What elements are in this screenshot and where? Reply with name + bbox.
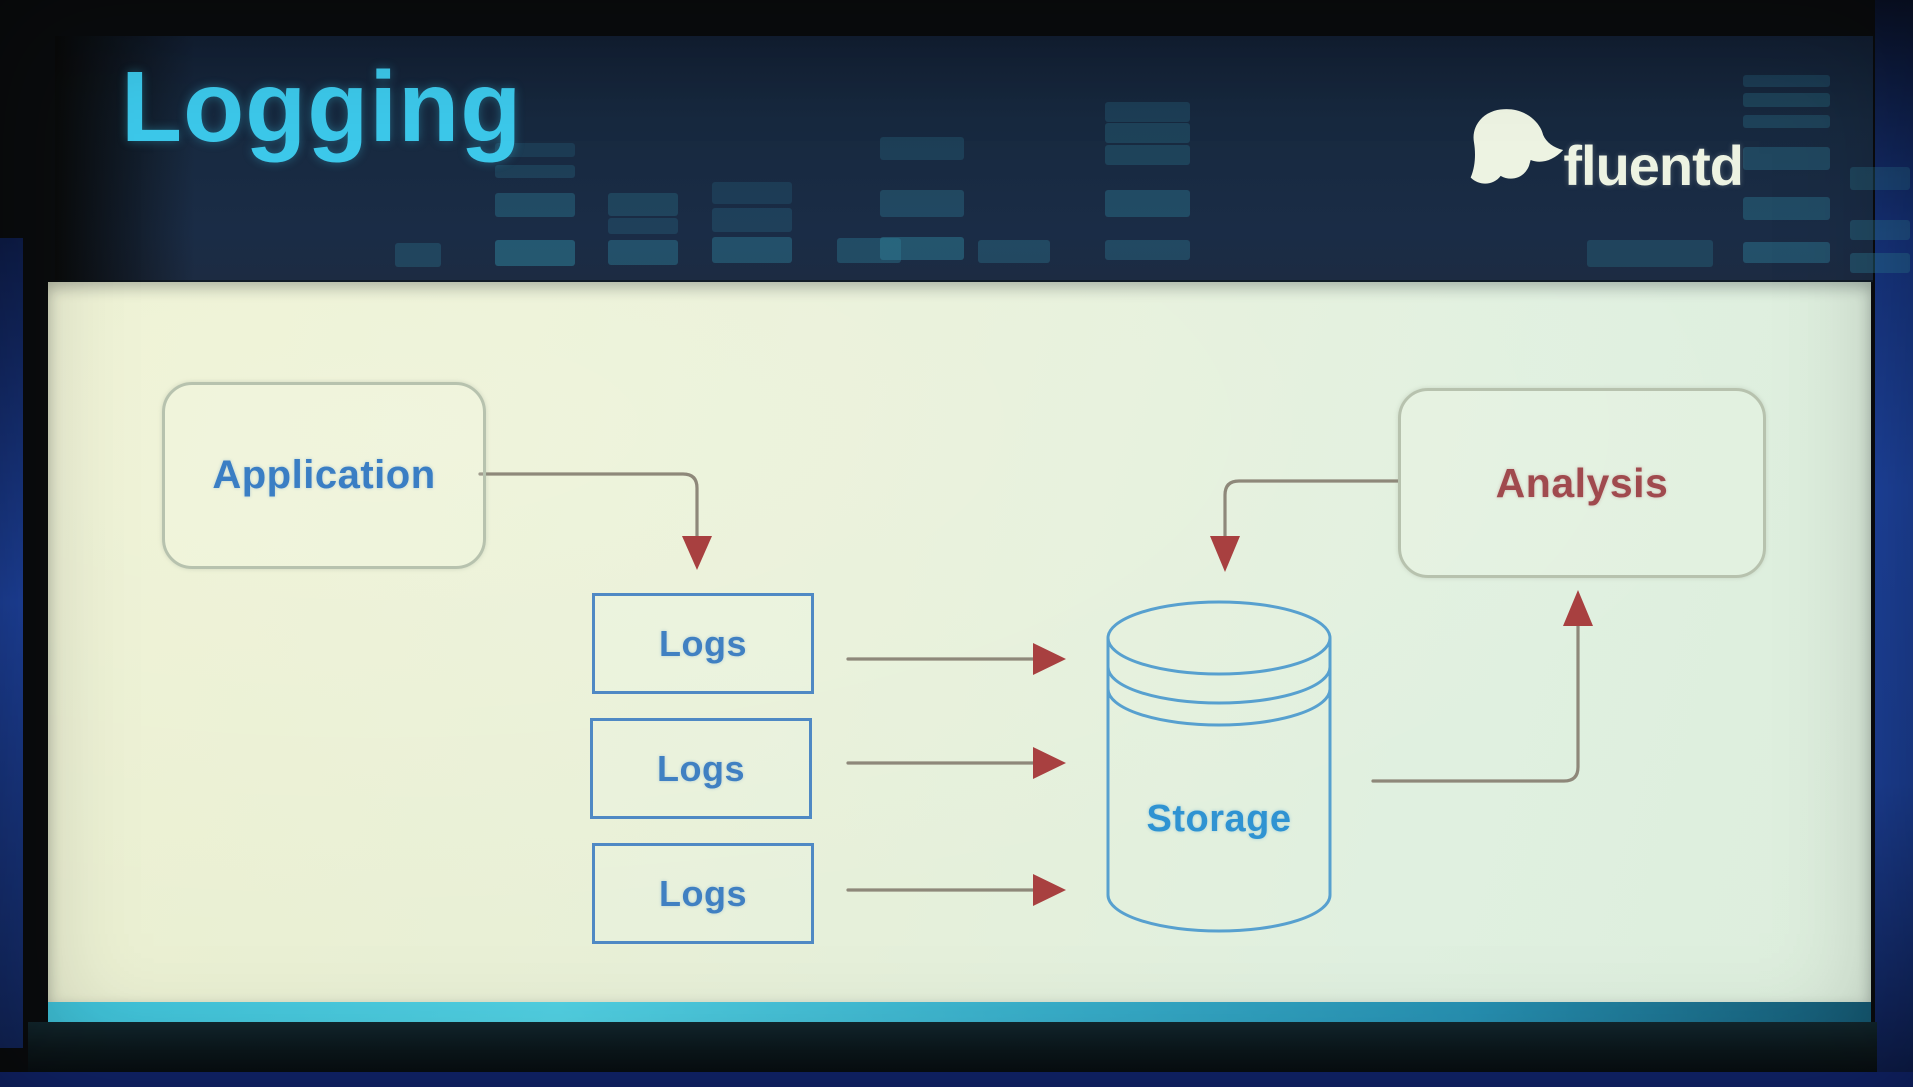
slide-bottom-cyan-strip: [48, 1002, 1871, 1022]
equalizer-bar: [495, 193, 575, 217]
equalizer-bar: [1743, 197, 1830, 220]
storage-cylinder-icon: [1106, 600, 1332, 933]
equalizer-bar: [608, 240, 678, 265]
slide-canvas: Application Logs Logs Logs Storage Analy…: [48, 282, 1871, 1002]
equalizer-bar: [1105, 190, 1190, 217]
equalizer-bar: [608, 218, 678, 234]
equalizer-bar: [495, 165, 575, 178]
page-title: Logging: [121, 51, 523, 163]
arrowhead-up-icon: [1563, 590, 1593, 626]
node-analysis-label: Analysis: [1495, 459, 1669, 506]
slide-header: Logging fluentd: [55, 36, 1910, 286]
equalizer-bar: [608, 193, 678, 216]
arrowhead-down-icon: [682, 536, 712, 570]
node-logs-3-label: Logs: [659, 872, 747, 914]
node-logs-3: Logs: [592, 843, 814, 944]
equalizer-bar: [1105, 123, 1190, 143]
arrowhead-right-icon: [1033, 643, 1066, 675]
node-application-label: Application: [212, 453, 436, 497]
equalizer-bar: [1105, 240, 1190, 260]
diagram-connectors: [478, 472, 1593, 933]
equalizer-bar: [978, 240, 1050, 263]
equalizer-bar: [712, 237, 792, 263]
equalizer-bar: [880, 237, 964, 260]
photo-edge-bottom: [0, 1072, 1913, 1087]
node-logs-1: Logs: [592, 593, 814, 694]
slide-bottom-dark-strip: [28, 1022, 1877, 1072]
equalizer-bar: [1743, 115, 1830, 128]
equalizer-bar: [712, 208, 792, 232]
equalizer-bar: [712, 182, 792, 204]
equalizer-bar: [1743, 75, 1830, 87]
equalizer-bar: [1105, 102, 1190, 122]
arrowhead-down-icon: [1210, 536, 1240, 572]
arrowhead-right-icon: [1033, 874, 1066, 906]
edge-storage-to-analysis: [1371, 624, 1580, 783]
equalizer-bar: [1743, 242, 1830, 263]
photo-edge-left: [0, 238, 23, 1048]
equalizer-bar: [1743, 93, 1830, 107]
edge-analysis-to-storage: [1223, 479, 1400, 538]
equalizer-bar: [1850, 167, 1910, 190]
fluentd-logo: fluentd: [1469, 98, 1744, 202]
equalizer-bar: [1850, 253, 1910, 273]
equalizer-bar: [880, 190, 964, 217]
equalizer-bar: [495, 143, 575, 157]
node-logs-2-label: Logs: [657, 747, 745, 789]
equalizer-bar: [1105, 145, 1190, 165]
node-application: Application: [162, 382, 486, 569]
equalizer-bar: [1743, 147, 1830, 170]
arrowhead-right-icon: [1033, 747, 1066, 779]
equalizer-bar: [1587, 240, 1713, 267]
node-storage-label: Storage: [1146, 798, 1292, 840]
edge-application-to-logs: [478, 472, 699, 538]
node-logs-1-label: Logs: [659, 622, 747, 664]
node-analysis: Analysis: [1398, 388, 1766, 578]
equalizer-bar: [880, 137, 964, 160]
equalizer-bar: [1850, 220, 1910, 240]
fluentd-logo-text: fluentd: [1563, 134, 1744, 197]
equalizer-bar: [395, 243, 441, 267]
node-logs-2: Logs: [590, 718, 812, 819]
photo-edge-right: [1875, 0, 1913, 1087]
equalizer-bar: [495, 240, 575, 266]
fluentd-bird-icon: [1471, 109, 1564, 184]
